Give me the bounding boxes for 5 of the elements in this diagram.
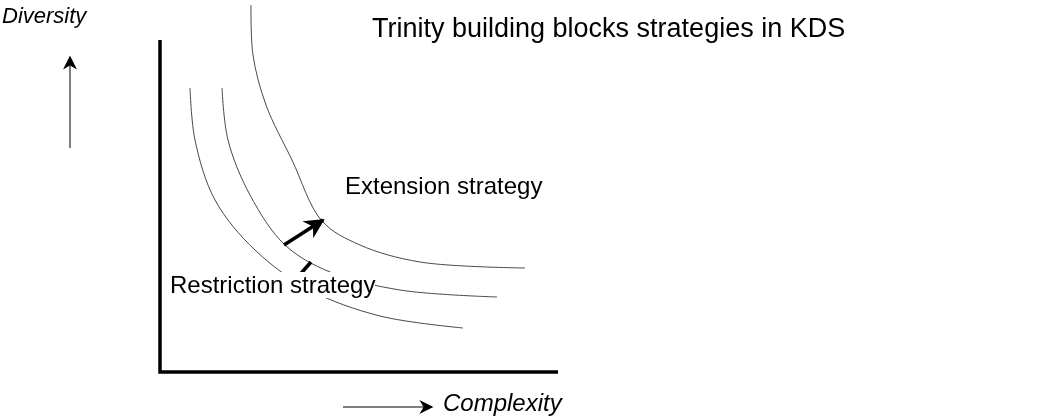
strategy-label: Extension strategy bbox=[345, 173, 543, 200]
strategy-label: Restriction strategy bbox=[170, 272, 376, 299]
title: Trinity building blocks strategies in KDS bbox=[372, 14, 846, 44]
axis-label: Complexity bbox=[443, 390, 562, 417]
axis-label: Diversity bbox=[2, 4, 87, 29]
